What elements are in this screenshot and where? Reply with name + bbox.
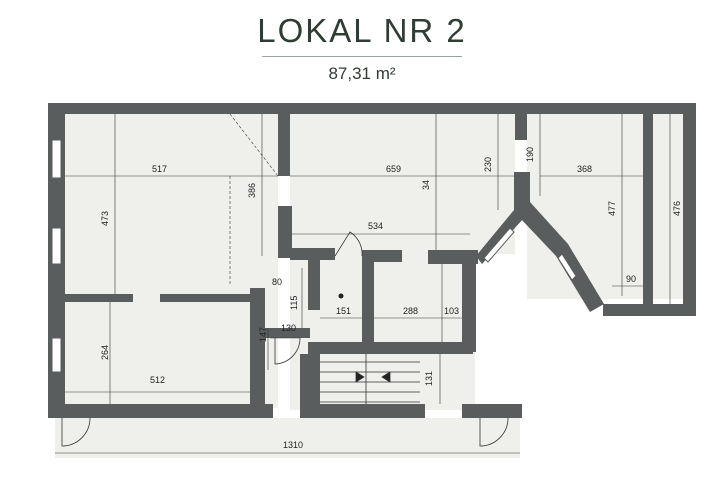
dim-147: 147 xyxy=(258,327,268,342)
dim-80: 80 xyxy=(272,277,282,287)
wall-divider-2 xyxy=(278,206,292,258)
dim-534: 534 xyxy=(368,221,383,231)
dim-476: 476 xyxy=(672,201,682,216)
dim-34: 34 xyxy=(421,180,431,190)
stair-arrow-right xyxy=(381,371,391,383)
dim-103: 103 xyxy=(444,306,459,316)
window-left-2 xyxy=(51,227,62,265)
dim-386: 386 xyxy=(247,183,257,198)
door-bathroom xyxy=(334,231,363,257)
door-hall xyxy=(274,337,301,365)
dim-151: 151 xyxy=(336,306,351,316)
room-main-center xyxy=(290,114,515,254)
dim-1310: 1310 xyxy=(283,440,303,450)
wall-core-right xyxy=(462,260,476,352)
dim-131: 131 xyxy=(424,371,434,386)
wall-bottom-end xyxy=(462,404,522,418)
dim-368: 368 xyxy=(577,164,592,174)
dim-230: 230 xyxy=(483,157,493,172)
dim-477: 477 xyxy=(607,201,617,216)
wall-core-left xyxy=(308,260,320,310)
doors xyxy=(61,231,509,447)
street-strip xyxy=(55,418,520,458)
title-divider xyxy=(262,56,462,57)
door-entry-left xyxy=(61,417,91,447)
wall-angled-right xyxy=(514,172,604,312)
dim-264: 264 xyxy=(100,345,110,360)
room-right xyxy=(527,114,683,299)
wall-bottom-mid xyxy=(300,404,425,418)
wall-bottom-right xyxy=(603,304,696,316)
wall-hall-3 xyxy=(300,354,320,404)
wall-hall-2 xyxy=(265,328,310,338)
wall-bathroom-top xyxy=(290,248,335,260)
wall-top xyxy=(48,103,696,114)
area-label: 87,31 m² xyxy=(328,64,396,83)
wall-core-bottom xyxy=(308,342,473,354)
wall-column xyxy=(643,114,653,304)
windows xyxy=(51,139,577,373)
wall-angled-left xyxy=(476,210,524,264)
dim-512: 512 xyxy=(150,375,165,385)
wall-lower-left-top-2 xyxy=(160,294,250,302)
dim-90: 90 xyxy=(626,274,636,284)
dim-130: 130 xyxy=(281,323,296,333)
wall-right xyxy=(683,103,696,316)
dim-473: 473 xyxy=(100,211,110,226)
wall-lower-left-top xyxy=(65,294,133,302)
wall-core-mid xyxy=(362,254,374,342)
dim-190: 190 xyxy=(525,147,535,162)
dim-659: 659 xyxy=(386,164,401,174)
wall-core-top xyxy=(362,250,402,262)
floor-areas xyxy=(55,114,683,458)
door-entry-right xyxy=(479,417,509,447)
window-angled xyxy=(483,227,515,263)
dim-115: 115 xyxy=(289,296,299,310)
stair-arrow-left xyxy=(355,371,365,383)
room-main-left xyxy=(65,114,278,408)
dimension-labels: 517 659 368 473 386 230 190 34 477 476 5… xyxy=(100,147,682,450)
plan-title: LOKAL NR 2 xyxy=(257,12,467,49)
dim-288: 288 xyxy=(403,306,418,316)
wall-stub-right xyxy=(515,114,527,140)
window-left-1 xyxy=(51,139,62,179)
room-corridor xyxy=(290,250,475,410)
column-marker xyxy=(338,293,344,299)
dim-517: 517 xyxy=(152,164,167,174)
wall-divider-1 xyxy=(278,114,290,176)
wall-bottom-left xyxy=(48,404,273,418)
staircase xyxy=(320,354,420,404)
window-left-3 xyxy=(51,337,62,373)
wall-hall xyxy=(250,288,265,408)
window-angled-right xyxy=(557,253,577,281)
dimension-lines xyxy=(55,113,671,454)
